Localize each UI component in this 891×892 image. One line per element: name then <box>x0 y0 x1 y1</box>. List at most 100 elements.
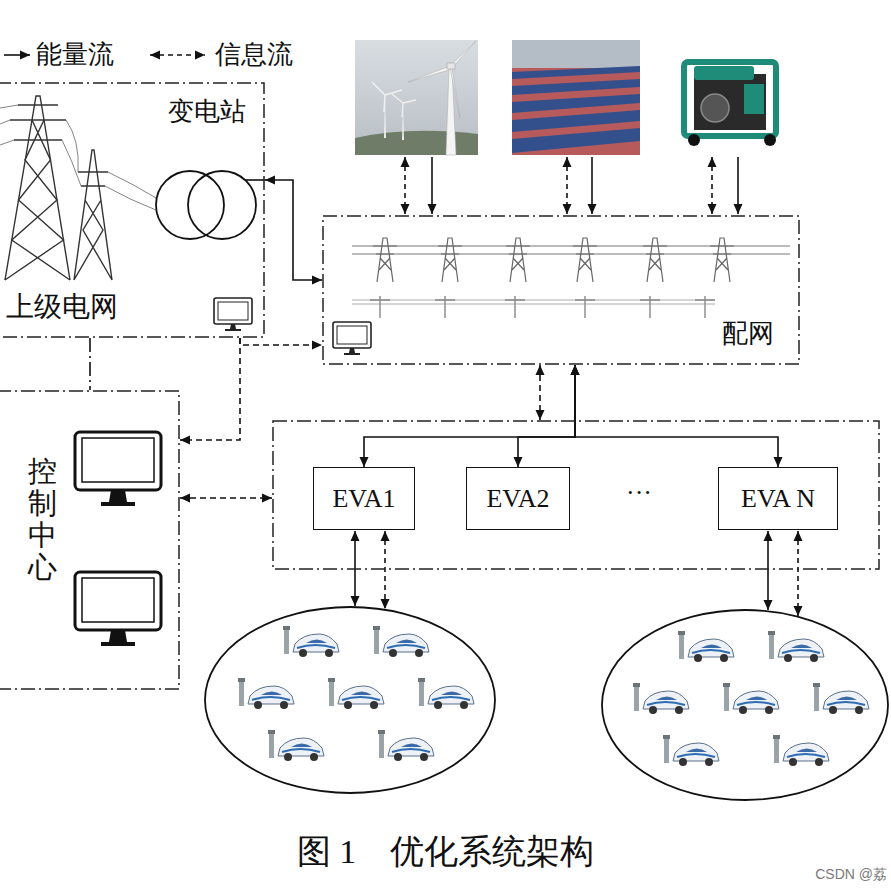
connector-layer <box>90 180 778 498</box>
distribution-lines <box>643 238 667 282</box>
aggregator-region: ··· EVA1 EVA2 EVA N <box>272 420 880 570</box>
monitor-icon <box>333 322 371 355</box>
figure-caption: 图 1 优化系统架构 <box>0 832 891 871</box>
transformer-symbol <box>156 171 224 239</box>
ev-fleet <box>283 626 339 657</box>
node-label: 变电站 <box>168 97 246 127</box>
legend-sample <box>150 54 205 56</box>
ev-fleet <box>205 607 495 793</box>
region-outline <box>323 216 799 364</box>
ev-fleet <box>238 678 294 709</box>
source-arrow <box>591 157 593 214</box>
wind-turbine-photo <box>447 63 455 69</box>
distribution-lines <box>435 296 455 318</box>
legend-text: 信息流 <box>215 40 293 70</box>
solar-panel-photo <box>512 94 640 113</box>
energy-flow <box>518 365 575 467</box>
source-arrow <box>431 157 433 214</box>
distribution-lines <box>710 238 734 282</box>
solar-panel-photo <box>512 79 640 95</box>
process-box: EVA2 <box>466 467 570 530</box>
transmission-tower <box>0 96 156 280</box>
legend-text: 能量流 <box>36 40 114 70</box>
wind-turbine-photo <box>355 131 478 155</box>
grid-region: 变电站上级电网 <box>0 82 265 338</box>
distribution-lines <box>506 238 530 282</box>
wind-turbine-photo <box>450 67 460 118</box>
energy-flow <box>265 180 322 280</box>
fleet-arrow <box>797 531 799 616</box>
node-label: EVA N <box>741 484 815 514</box>
ev-fleet <box>205 607 888 800</box>
ev-fleet <box>418 678 474 709</box>
transmission-tower <box>10 105 66 140</box>
info-flow <box>240 338 322 345</box>
generator-photo <box>694 74 766 130</box>
wind-turbine-photo <box>392 94 416 117</box>
energy-flow <box>575 365 778 467</box>
region-outline <box>0 83 264 337</box>
node-label: EVA1 <box>332 484 395 514</box>
source-arrow <box>711 157 713 214</box>
source-arrow <box>566 157 568 214</box>
distribution-lines <box>695 296 715 318</box>
ev-fleet <box>768 631 824 662</box>
region-outline <box>0 390 180 690</box>
distribution-lines <box>575 296 595 318</box>
fleet-arrow <box>384 531 386 609</box>
generator-photo <box>694 66 754 80</box>
energy-flow <box>364 365 575 467</box>
transmission-tower <box>5 120 70 280</box>
process-box: EVA1 <box>313 467 415 530</box>
node-label: 配网 <box>722 319 774 349</box>
solar-panel-photo <box>512 68 640 155</box>
transformer-symbol <box>156 171 265 239</box>
distribution-lines <box>573 238 597 282</box>
ev-fleet <box>723 683 779 714</box>
ev-fleet <box>663 735 719 766</box>
source-arrow <box>737 157 739 214</box>
distribution-lines <box>505 296 525 318</box>
transmission-tower <box>0 105 156 210</box>
ev-fleet <box>268 730 324 761</box>
ev-fleet <box>328 678 384 709</box>
ev-fleet <box>378 730 434 761</box>
monitor-icon <box>75 572 161 646</box>
process-box: EVA N <box>718 467 838 530</box>
generator-photo <box>668 40 790 155</box>
distribution-lines <box>352 238 790 318</box>
distribution-lines <box>373 238 397 282</box>
region-outline <box>0 391 179 689</box>
transmission-tower <box>74 150 112 280</box>
generator-photo <box>764 134 776 146</box>
solar-panel-photo <box>512 128 640 153</box>
transformer-symbol <box>188 171 256 239</box>
distribution-lines <box>352 300 715 304</box>
generator-photo <box>701 94 729 122</box>
ev-fleet <box>773 735 829 766</box>
wind-turbine-photo <box>355 40 478 155</box>
ev-fleet <box>602 610 888 800</box>
legend-sample <box>4 54 30 56</box>
fleet-arrow <box>355 531 798 616</box>
ev-fleet <box>373 626 429 657</box>
node-label: ··· <box>626 478 652 508</box>
distribution-region: 配网 <box>322 215 800 365</box>
wind-turbine-photo <box>446 68 456 155</box>
fleet-arrow <box>767 531 769 610</box>
region-outline <box>273 421 879 569</box>
distribution-lines <box>640 296 660 318</box>
node-label: 上级电网 <box>6 291 118 323</box>
info-flow <box>89 338 91 390</box>
info-flow <box>539 365 541 420</box>
solar-panel-photo <box>512 40 640 155</box>
node-label: EVA2 <box>486 484 549 514</box>
wind-turbine-photo <box>355 40 478 155</box>
generator-photo <box>744 84 764 114</box>
transformer-symbol <box>245 179 265 181</box>
watermark: CSDN @荔 <box>815 866 887 882</box>
generator-photo <box>668 40 790 155</box>
ev-fleet <box>813 683 869 714</box>
control-region: 控制中心 <box>0 390 180 690</box>
